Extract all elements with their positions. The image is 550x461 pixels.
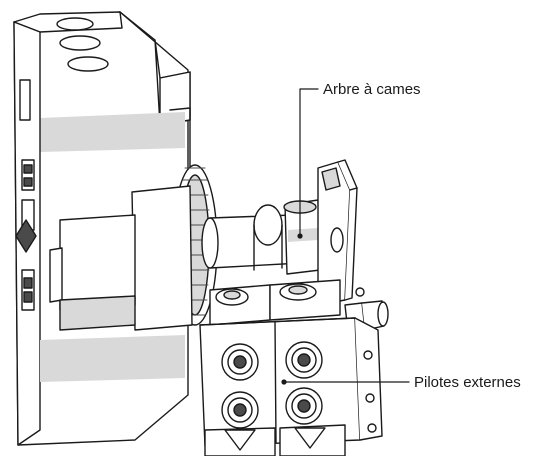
- pilots-leader-dot: [281, 379, 287, 385]
- front-plate: [49, 185, 193, 331]
- camshaft-leader-line: [299, 88, 319, 237]
- external-pilots-label: Pilotes externes: [414, 374, 521, 391]
- callout-leaders: [281, 88, 410, 385]
- camshaft-label: Arbre à cames: [323, 81, 421, 98]
- camshaft-leader-dot: [297, 233, 303, 239]
- camshaft: [201, 159, 358, 306]
- pilot-block: [199, 279, 389, 457]
